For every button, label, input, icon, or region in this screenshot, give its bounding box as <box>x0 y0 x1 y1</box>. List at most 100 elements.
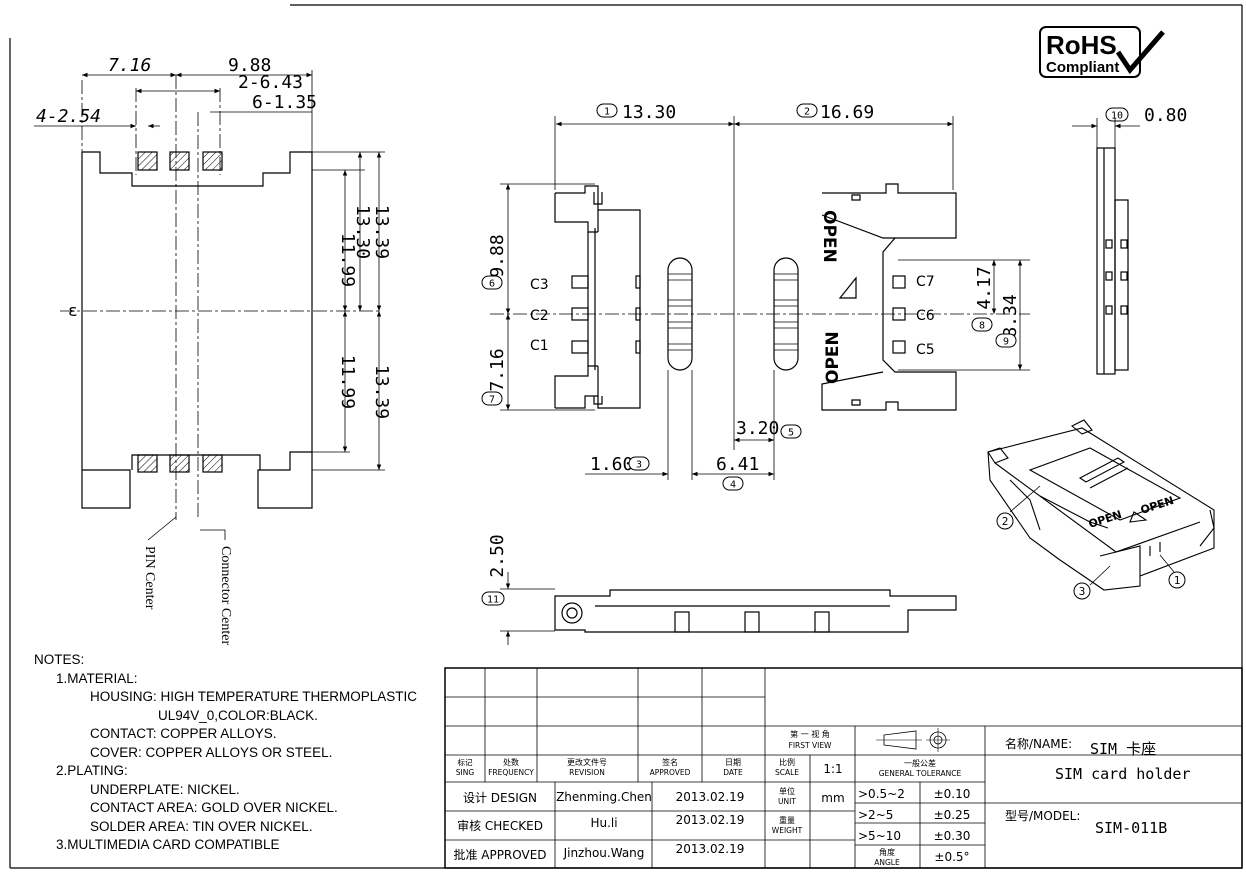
iso-balloon-3-label: 3 <box>1079 585 1086 598</box>
dim-top2: 9.88 <box>228 55 271 76</box>
balloon-7: 7 <box>481 391 503 406</box>
contact-c5: C5 <box>916 342 935 358</box>
tol-value-4: ±0.5° <box>934 850 969 864</box>
notes-block: NOTES: 1.MATERIAL: HOUSING: HIGH TEMPERA… <box>34 651 434 855</box>
open-text-top: OPEN <box>819 210 839 263</box>
name-design: Zhenming.Chen <box>556 790 652 804</box>
tol-range-1: >0.5~2 <box>858 787 905 801</box>
balloon-6: 6 <box>481 275 503 290</box>
svg-text:一般公差: 一般公差 <box>904 758 936 768</box>
role-approved: 批准 APPROVED <box>453 847 546 862</box>
svg-text:重量: 重量 <box>779 815 795 825</box>
date-design: 2013.02.19 <box>676 790 745 804</box>
dim-r2: 13.30 <box>352 205 373 259</box>
checkmark-icon <box>1115 30 1165 75</box>
dim-top3: 2-6.43 <box>238 72 303 93</box>
dim-pitch: 4-2.54 <box>36 106 101 127</box>
dim-d11: 2.50 <box>487 534 508 577</box>
svg-text:GENERAL TOLERANCE: GENERAL TOLERANCE <box>879 769 962 778</box>
dim-d7: 7.16 <box>487 348 508 391</box>
svg-text:DATE: DATE <box>723 768 743 777</box>
name-checked: Hu.li <box>590 816 617 830</box>
balloon-10: 10 <box>1105 107 1129 122</box>
bottom-view <box>500 572 957 645</box>
dim-r5: 13.39 <box>371 365 392 419</box>
svg-text:REVISION: REVISION <box>569 768 605 777</box>
dim-d3: 1.60 <box>590 454 633 475</box>
name-cn: SIM 卡座 <box>1090 740 1156 758</box>
contact-c2: C2 <box>530 308 549 324</box>
dim-d5: 3.20 <box>736 418 779 439</box>
svg-text:FREQUENCY: FREQUENCY <box>488 768 534 777</box>
rohs-logo: RoHS Compliant <box>1039 26 1165 78</box>
left-view <box>34 70 385 541</box>
model-value: SIM-011B <box>1095 819 1167 837</box>
name-en: SIM card holder <box>1055 765 1190 783</box>
balloon-5: 5 <box>780 424 802 439</box>
svg-text:标记: 标记 <box>458 757 473 767</box>
note-plating: 2.PLATING: <box>56 763 128 778</box>
svg-text:SCALE: SCALE <box>775 768 799 777</box>
svg-text:APPROVED: APPROVED <box>650 768 691 777</box>
iso-balloon-2 <box>996 512 1014 530</box>
dim-d10: 0.80 <box>1144 105 1187 126</box>
role-checked: 审核 CHECKED <box>457 818 543 833</box>
dim-d2: 16.69 <box>820 102 874 123</box>
svg-text:SING: SING <box>456 768 475 777</box>
dim-r3: 13.39 <box>371 205 392 259</box>
connector-center-label: Connector Center <box>218 546 233 645</box>
tol-value-2: ±0.25 <box>934 808 971 822</box>
svg-text:10: 10 <box>1111 111 1123 122</box>
svg-text:1: 1 <box>604 107 610 118</box>
dim-r4: 11.99 <box>337 355 358 409</box>
centerline-mark: ε <box>68 301 78 320</box>
dim-d9: 8.34 <box>1000 294 1021 337</box>
svg-text:11: 11 <box>487 595 499 606</box>
dim-d1: 13.30 <box>622 102 676 123</box>
balloon-1: 1 <box>596 103 618 118</box>
top-view-text: 13.30 16.69 1.60 6.41 3.20 9.88 7.16 4.1… <box>487 102 1187 578</box>
svg-text:第 一 视 角: 第 一 视 角 <box>790 729 830 739</box>
contact-c1: C1 <box>530 338 549 354</box>
model-label: 型号/MODEL: <box>1005 809 1080 823</box>
balloon-2: 2 <box>796 103 818 118</box>
tol-value-1: ±0.10 <box>934 787 971 801</box>
role-design: 设计 DESIGN <box>463 791 537 805</box>
note-contact-area: CONTACT AREA: GOLD OVER NICKEL. <box>90 800 338 815</box>
svg-text:日期: 日期 <box>725 758 741 767</box>
note-material: 1.MATERIAL: <box>56 670 138 686</box>
svg-text:4: 4 <box>730 480 736 491</box>
iso-balloon-1 <box>1168 571 1186 589</box>
balloon-4: 4 <box>722 476 744 491</box>
rohs-logo-line1: RoHS <box>1046 30 1117 60</box>
rohs-logo-line2: Compliant <box>1046 59 1119 76</box>
svg-text:签名: 签名 <box>662 757 678 767</box>
iso-view-text: OPEN OPEN 2 3 1 <box>996 494 1186 600</box>
note-cover: COVER: COPPER ALLOYS OR STEEL. <box>90 744 333 760</box>
note-contact: CONTACT: COPPER ALLOYS. <box>90 726 277 741</box>
notes-heading: NOTES: <box>34 652 85 667</box>
iso-open-text-2: OPEN <box>1139 494 1175 517</box>
name-label: 名称/NAME: <box>1005 736 1072 751</box>
note-underplate: UNDERPLATE: NICKEL. <box>90 781 240 797</box>
svg-text:处数: 处数 <box>503 757 519 767</box>
iso-balloon-2-label: 2 <box>1002 515 1009 528</box>
dim-top1: 7.16 <box>108 55 151 76</box>
svg-text:2: 2 <box>804 107 810 118</box>
iso-balloon-1-label: 1 <box>1174 574 1181 587</box>
title-block-text: 标记 SING 处数 FREQUENCY 更改文件号 REVISION 签名 A… <box>453 729 1190 867</box>
svg-text:ANGLE: ANGLE <box>874 858 900 867</box>
svg-text:WEIGHT: WEIGHT <box>772 826 803 835</box>
date-checked: 2013.02.19 <box>676 813 745 827</box>
title-block <box>444 667 1243 869</box>
dim-top4: 6-1.35 <box>252 92 317 113</box>
balloon-8: 8 <box>971 317 993 332</box>
svg-text:比例: 比例 <box>779 757 795 767</box>
svg-text:单位: 单位 <box>779 786 795 796</box>
tol-value-3: ±0.30 <box>934 829 971 843</box>
side-view <box>1072 118 1140 375</box>
svg-text:8: 8 <box>979 321 985 332</box>
svg-text:6: 6 <box>489 279 495 290</box>
balloon-3: 3 <box>628 456 650 471</box>
